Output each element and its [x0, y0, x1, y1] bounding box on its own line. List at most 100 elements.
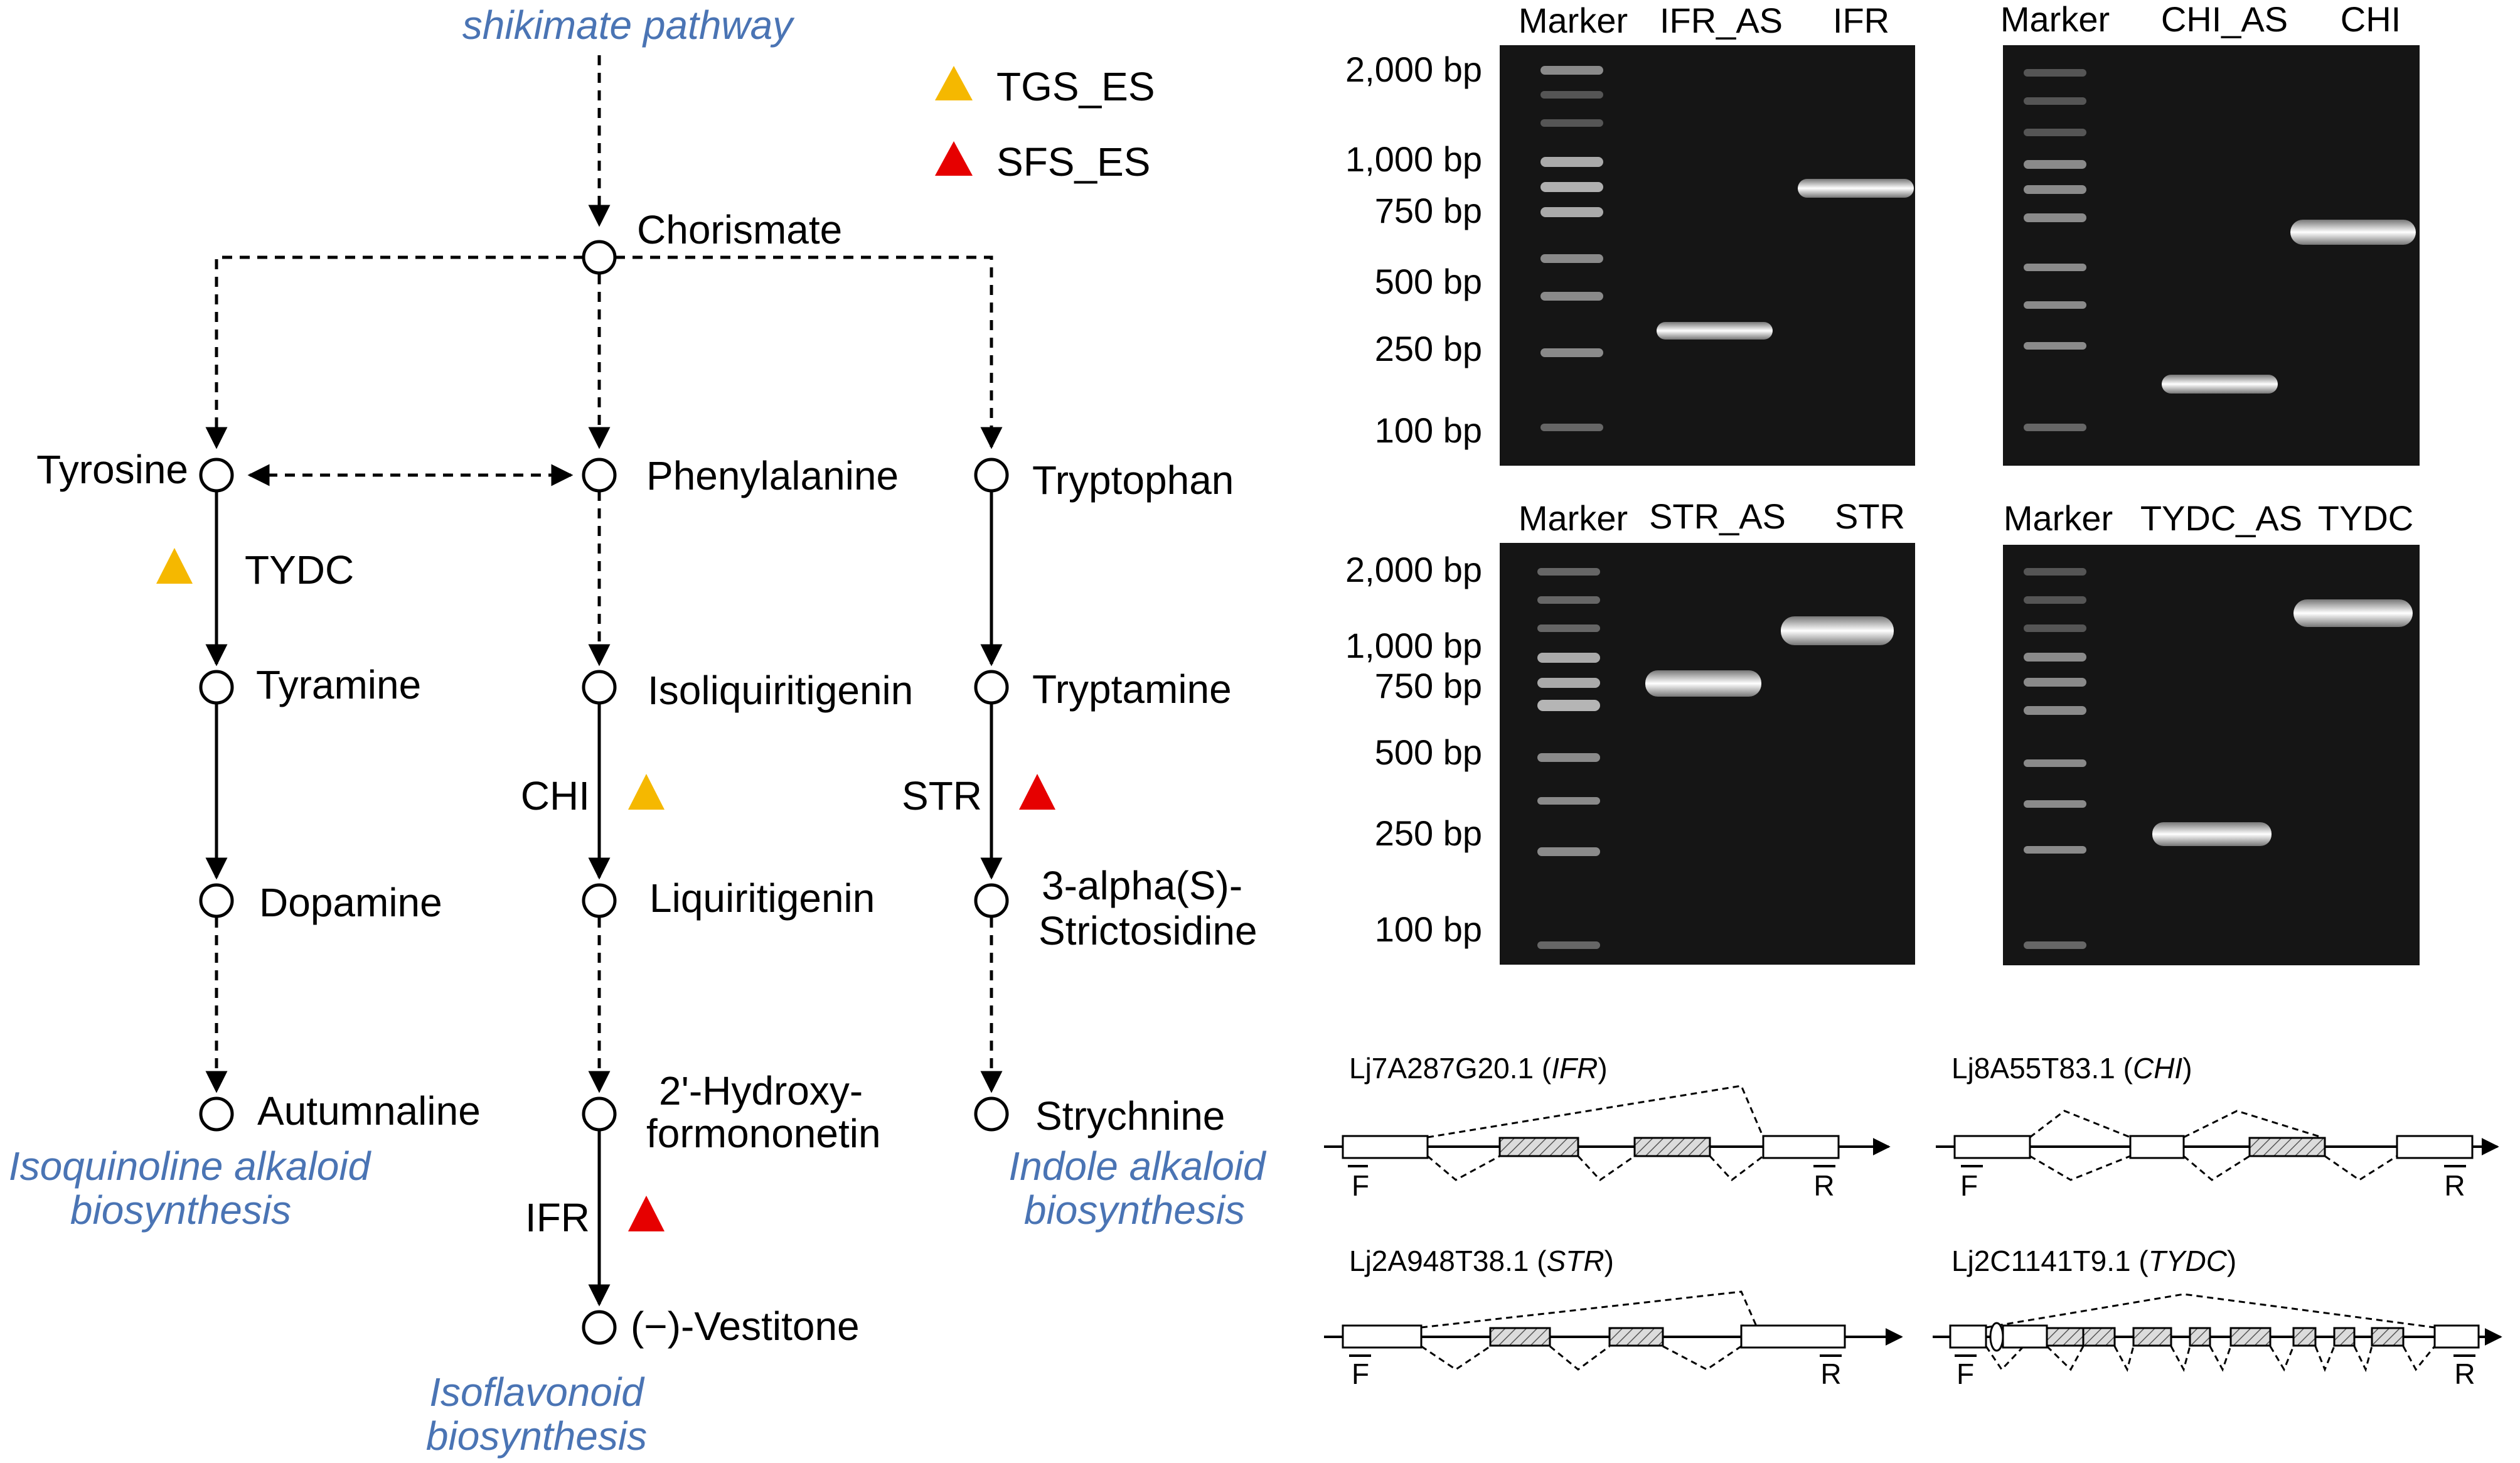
legend-sfs-label: SFS_ES	[996, 139, 1150, 185]
band-str	[1781, 616, 1894, 645]
lane-marker-label: Marker	[1519, 1, 1628, 40]
legend-tgs-label: TGS_ES	[996, 64, 1155, 109]
marker-ladder	[1537, 568, 1600, 949]
pathway-diagram: shikimate pathway TGS_ES SFS_ES	[9, 3, 1267, 1459]
gel-image	[2003, 45, 2420, 466]
node-autumnaline	[199, 1096, 234, 1132]
legend: TGS_ES SFS_ES	[935, 64, 1155, 185]
label-strictosidine-line2: Strictosidine	[1038, 908, 1257, 953]
label-tyramine: Tyramine	[256, 662, 421, 707]
size-250-top: 250 bp	[1375, 329, 1482, 368]
band-ifr	[1798, 179, 1914, 198]
marker-ladder	[2024, 69, 2086, 431]
gel-ifr: Marker IFR_AS IFR	[1500, 1, 1915, 466]
gene-title: Lj8A55T83.1 (CHI)	[1951, 1052, 2192, 1085]
size-labels-top: 2,000 bp 1,000 bp 750 bp 500 bp 250 bp 1…	[1345, 50, 1482, 450]
label-dopamine: Dopamine	[259, 880, 442, 925]
size-250-bottom: 250 bp	[1375, 813, 1482, 853]
marker-ladder	[1540, 66, 1603, 431]
gene-model-ifr: Lj7A287G20.1 (IFR) F R	[1324, 1052, 1891, 1202]
band-tydc-as	[2152, 822, 2272, 846]
label-autumnaline: Autumnaline	[257, 1088, 481, 1133]
primer-r-label: R	[1813, 1169, 1834, 1202]
band-chi-as	[2162, 375, 2278, 394]
node-strychnine	[974, 1096, 1009, 1132]
edge-chorismate-tryptophan	[615, 255, 1003, 449]
label-hydroxyformononetin-line2: formononetin	[646, 1111, 881, 1156]
lane-chi-as-label: CHI_AS	[2161, 0, 2288, 39]
band-tydc	[2293, 599, 2413, 627]
label-strictosidine-line1: 3-alpha(S)-	[1042, 863, 1242, 908]
gene-models: Lj7A287G20.1 (IFR) F R Lj8A55T83.1 (CHI)	[1324, 1052, 2502, 1390]
node-chorismate	[582, 240, 617, 275]
node-hydroxyformononetin	[582, 1096, 617, 1132]
band-str-as	[1645, 670, 1761, 697]
label-tyrosine: Tyrosine	[36, 447, 188, 492]
size-labels-bottom: 2,000 bp 1,000 bp 750 bp 500 bp 250 bp 1…	[1345, 550, 1482, 949]
lane-tydc-label: TYDC	[2318, 498, 2413, 538]
size-1000-top: 1,000 bp	[1345, 139, 1482, 179]
lane-str-as-label: STR_AS	[1649, 496, 1786, 536]
pathway-edges	[205, 55, 1003, 1307]
group-indole-line1: Indole alkaloid	[1008, 1144, 1267, 1189]
size-500-bottom: 500 bp	[1375, 732, 1482, 772]
lane-marker-label: Marker	[1519, 498, 1628, 538]
gene-title: Lj2A948T38.1 (STR)	[1349, 1245, 1614, 1277]
label-phenylalanine: Phenylalanine	[646, 453, 899, 498]
label-tryptamine: Tryptamine	[1032, 667, 1232, 712]
str-sfs-triangle-icon	[1019, 774, 1055, 810]
label-hydroxyformononetin-line1: 2'-Hydroxy-	[659, 1068, 863, 1113]
enzyme-tydc: TYDC	[245, 547, 354, 592]
label-chorismate: Chorismate	[637, 207, 842, 252]
node-tryptophan	[974, 458, 1009, 493]
group-isoflavonoid-line2: biosynthesis	[426, 1413, 647, 1459]
node-isoliquiritigenin	[582, 670, 617, 705]
ifr-sfs-triangle-icon	[628, 1196, 665, 1231]
node-phenylalanine	[582, 458, 617, 493]
label-isoliquiritigenin: Isoliquiritigenin	[648, 668, 913, 713]
gel-str: Marker STR_AS STR	[1500, 496, 1915, 965]
group-isoquinoline-line1: Isoquinoline alkaloid	[9, 1144, 372, 1189]
pathway-nodes	[199, 240, 1009, 1345]
primer-f-label: F	[1352, 1169, 1369, 1202]
lane-ifr-label: IFR	[1833, 1, 1889, 40]
tgs-triangle-icon	[935, 66, 973, 100]
node-tryptamine	[974, 670, 1009, 705]
chi-tgs-triangle-icon	[628, 774, 665, 810]
group-isoquinoline-line2: biosynthesis	[70, 1187, 291, 1233]
group-isoflavonoid-line1: Isoflavonoid	[429, 1369, 645, 1415]
sfs-triangle-icon	[935, 141, 973, 176]
lane-marker-label: Marker	[2000, 0, 2110, 39]
size-2000-top: 2,000 bp	[1345, 50, 1482, 89]
size-100-top: 100 bp	[1375, 410, 1482, 450]
enzyme-str: STR	[902, 773, 982, 818]
band-ifr-as	[1657, 322, 1773, 340]
lane-chi-label: CHI	[2341, 0, 2401, 39]
label-liquiritigenin: Liquiritigenin	[649, 876, 875, 921]
label-strychnine: Strychnine	[1035, 1093, 1225, 1139]
primer-f-label: F	[1352, 1358, 1369, 1390]
size-750-bottom: 750 bp	[1375, 666, 1482, 705]
primer-f-label: F	[1957, 1358, 1974, 1390]
gel-panels: 2,000 bp 1,000 bp 750 bp 500 bp 250 bp 1…	[1345, 0, 2420, 965]
edge-chorismate-tyrosine	[205, 255, 584, 449]
gene-model-str: Lj2A948T38.1 (STR) F R	[1324, 1245, 1903, 1390]
node-dopamine	[199, 883, 234, 918]
primer-r-label: R	[2444, 1169, 2465, 1202]
tydc-tgs-triangle-icon	[156, 548, 193, 584]
gene-title: Lj7A287G20.1 (IFR)	[1349, 1052, 1608, 1085]
label-vestitone: (−)-Vestitone	[631, 1304, 860, 1349]
group-indole-line2: biosynthesis	[1024, 1187, 1245, 1233]
lane-marker-label: Marker	[2004, 498, 2113, 538]
band-chi	[2290, 220, 2416, 245]
lane-tydc-as-label: TYDC_AS	[2140, 498, 2302, 538]
size-500-top: 500 bp	[1375, 262, 1482, 301]
node-strictosidine	[974, 883, 1009, 918]
node-vestitone	[582, 1310, 617, 1345]
marker-ladder	[2024, 568, 2086, 949]
size-1000-bottom: 1,000 bp	[1345, 626, 1482, 665]
label-tryptophan: Tryptophan	[1032, 458, 1234, 503]
primer-r-label: R	[2454, 1358, 2475, 1390]
gene-model-chi: Lj8A55T83.1 (CHI) F R	[1936, 1052, 2499, 1202]
